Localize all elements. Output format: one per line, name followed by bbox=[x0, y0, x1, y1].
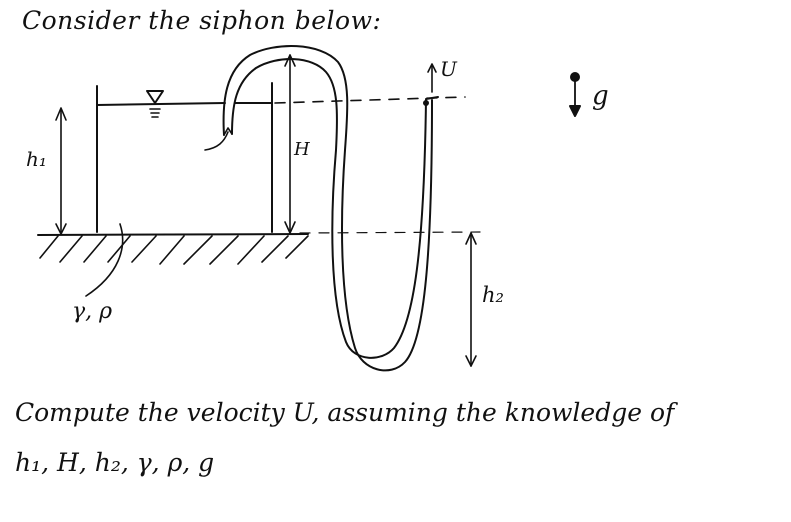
label-U: U bbox=[440, 57, 458, 81]
velocity-arrow-icon bbox=[427, 63, 437, 93]
label-g: g bbox=[592, 81, 609, 111]
question-text-line1: Compute the velocity U, assuming the kno… bbox=[15, 398, 675, 427]
fluid-leader-line bbox=[85, 223, 124, 297]
siphon-tube bbox=[204, 44, 439, 372]
label-h2: h₂ bbox=[482, 283, 504, 307]
dimension-h2 bbox=[465, 232, 477, 367]
dimension-H bbox=[284, 54, 296, 234]
label-H: H bbox=[293, 139, 310, 160]
question-text-line2: h₁, H, h₂, γ, ρ, g bbox=[15, 448, 215, 477]
reference-dashed-lines bbox=[274, 96, 481, 234]
problem-title: Consider the siphon below: bbox=[22, 6, 382, 35]
label-h1: h₁ bbox=[26, 147, 47, 171]
dimension-h1 bbox=[55, 107, 67, 235]
tank bbox=[96, 82, 273, 233]
gravity-arrow-icon bbox=[569, 72, 581, 117]
free-surface-symbol-icon bbox=[146, 90, 164, 118]
label-fluid-properties: γ, ρ bbox=[72, 299, 112, 324]
hatched-ground bbox=[37, 233, 309, 265]
